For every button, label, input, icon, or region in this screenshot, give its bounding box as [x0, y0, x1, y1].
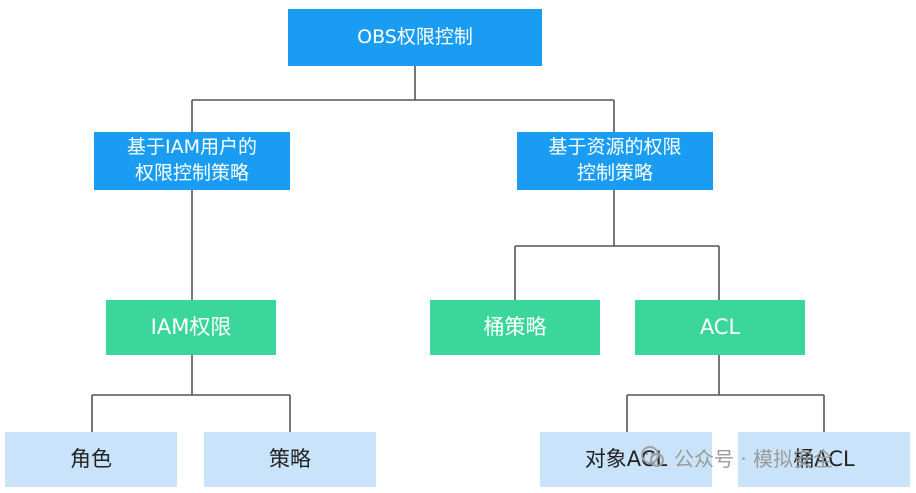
- node-object-acl: 对象ACL: [540, 432, 712, 487]
- node-obs-permission-control: OBS权限控制: [288, 9, 542, 66]
- node-label: 桶ACL: [793, 447, 855, 472]
- node-label: 桶策略: [483, 315, 547, 340]
- node-policy: 策略: [204, 432, 376, 487]
- node-label: ACL: [699, 315, 741, 340]
- node-label: 对象ACL: [584, 447, 668, 472]
- node-label-line2: 控制策略: [576, 162, 653, 184]
- node-bucket-policy: 桶策略: [430, 300, 600, 355]
- node-label-line1: 基于IAM用户的: [127, 136, 257, 159]
- node-role: 角色: [5, 432, 177, 487]
- node-label-line2: 权限控制策略: [134, 162, 249, 184]
- node-label: 角色: [70, 447, 112, 472]
- node-acl: ACL: [635, 300, 805, 355]
- node-iam-user-policy: 基于IAM用户的 权限控制策略: [94, 132, 290, 190]
- node-bucket-acl: 桶ACL: [738, 432, 910, 487]
- node-label: IAM权限: [150, 315, 232, 340]
- node-iam-permission: IAM权限: [106, 300, 276, 355]
- node-resource-policy: 基于资源的权限 控制策略: [517, 132, 713, 190]
- node-label-line1: 基于资源的权限: [548, 136, 682, 159]
- node-label: 策略: [269, 447, 311, 472]
- node-label: OBS权限控制: [357, 25, 473, 48]
